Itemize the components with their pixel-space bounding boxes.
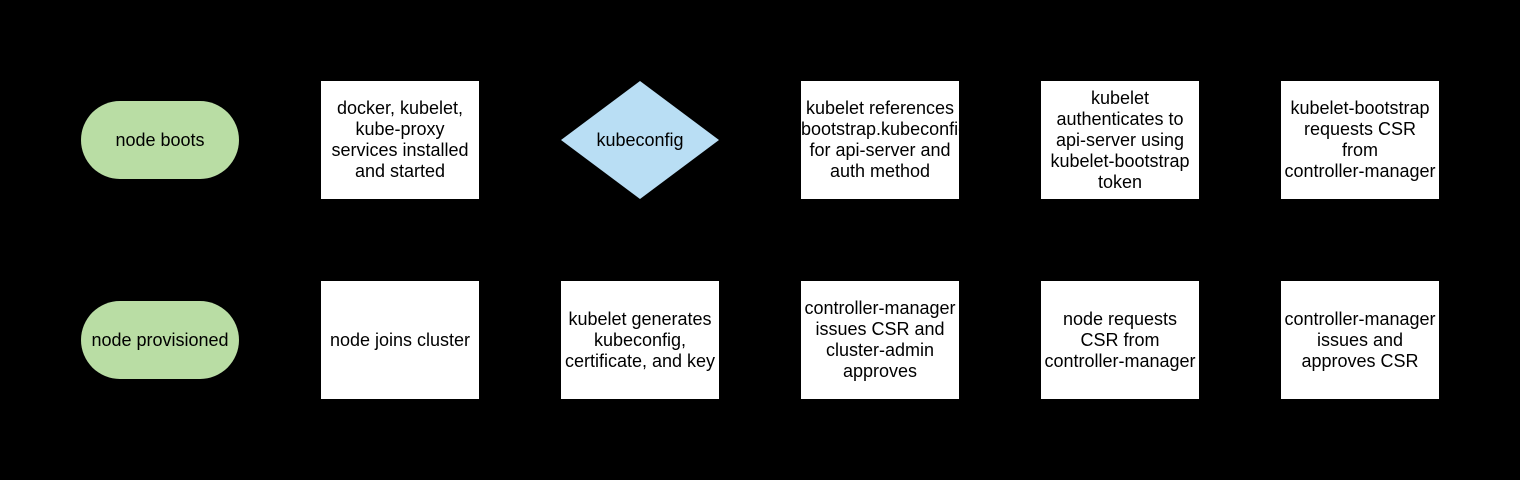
- process-kubelet-generates-kubeconfig: kubelet generates kubeconfig, certificat…: [561, 281, 719, 399]
- terminator-node-provisioned: node provisioned: [81, 301, 239, 379]
- node-label: controller-manager issues and approves C…: [1284, 308, 1436, 371]
- terminator-node-boots: node boots: [81, 101, 239, 179]
- process-services-installed-started: docker, kubelet, kube-proxy services ins…: [321, 81, 479, 199]
- node-label: node requests CSR from controller-manage…: [1044, 308, 1196, 371]
- node-label: docker, kubelet, kube-proxy services ins…: [331, 98, 469, 181]
- process-kubelet-authenticates-api-server: kubelet authenticates to api-server usin…: [1041, 81, 1199, 199]
- process-controller-manager-issues-and-approves-csr: controller-manager issues and approves C…: [1281, 281, 1439, 399]
- decision-kubeconfig: kubeconfig: [561, 81, 719, 199]
- node-label: kubelet generates kubeconfig, certificat…: [564, 308, 716, 371]
- process-kubelet-bootstrap-requests-csr: kubelet-bootstrap requests CSR from cont…: [1281, 81, 1439, 199]
- node-label: node boots: [115, 129, 205, 150]
- node-label: kubelet authenticates to api-server usin…: [1050, 87, 1190, 192]
- node-label: node provisioned: [91, 329, 229, 350]
- node-label: kubelet-bootstrap requests CSR from cont…: [1284, 98, 1436, 181]
- process-node-joins-cluster: node joins cluster: [321, 281, 479, 399]
- process-kubelet-references-bootstrap-kubeconfig: kubelet references bootstrap.kubeconfig …: [801, 81, 959, 199]
- process-controller-manager-issues-csr-cluster-admin-approves: controller-manager issues CSR and cluste…: [801, 281, 959, 399]
- node-label: controller-manager issues CSR and cluste…: [804, 298, 956, 381]
- process-node-requests-csr: node requests CSR from controller-manage…: [1041, 281, 1199, 399]
- node-label: kubeconfig: [596, 129, 684, 150]
- node-label: node joins cluster: [329, 329, 471, 350]
- node-label: kubelet references bootstrap.kubeconfig …: [801, 98, 959, 181]
